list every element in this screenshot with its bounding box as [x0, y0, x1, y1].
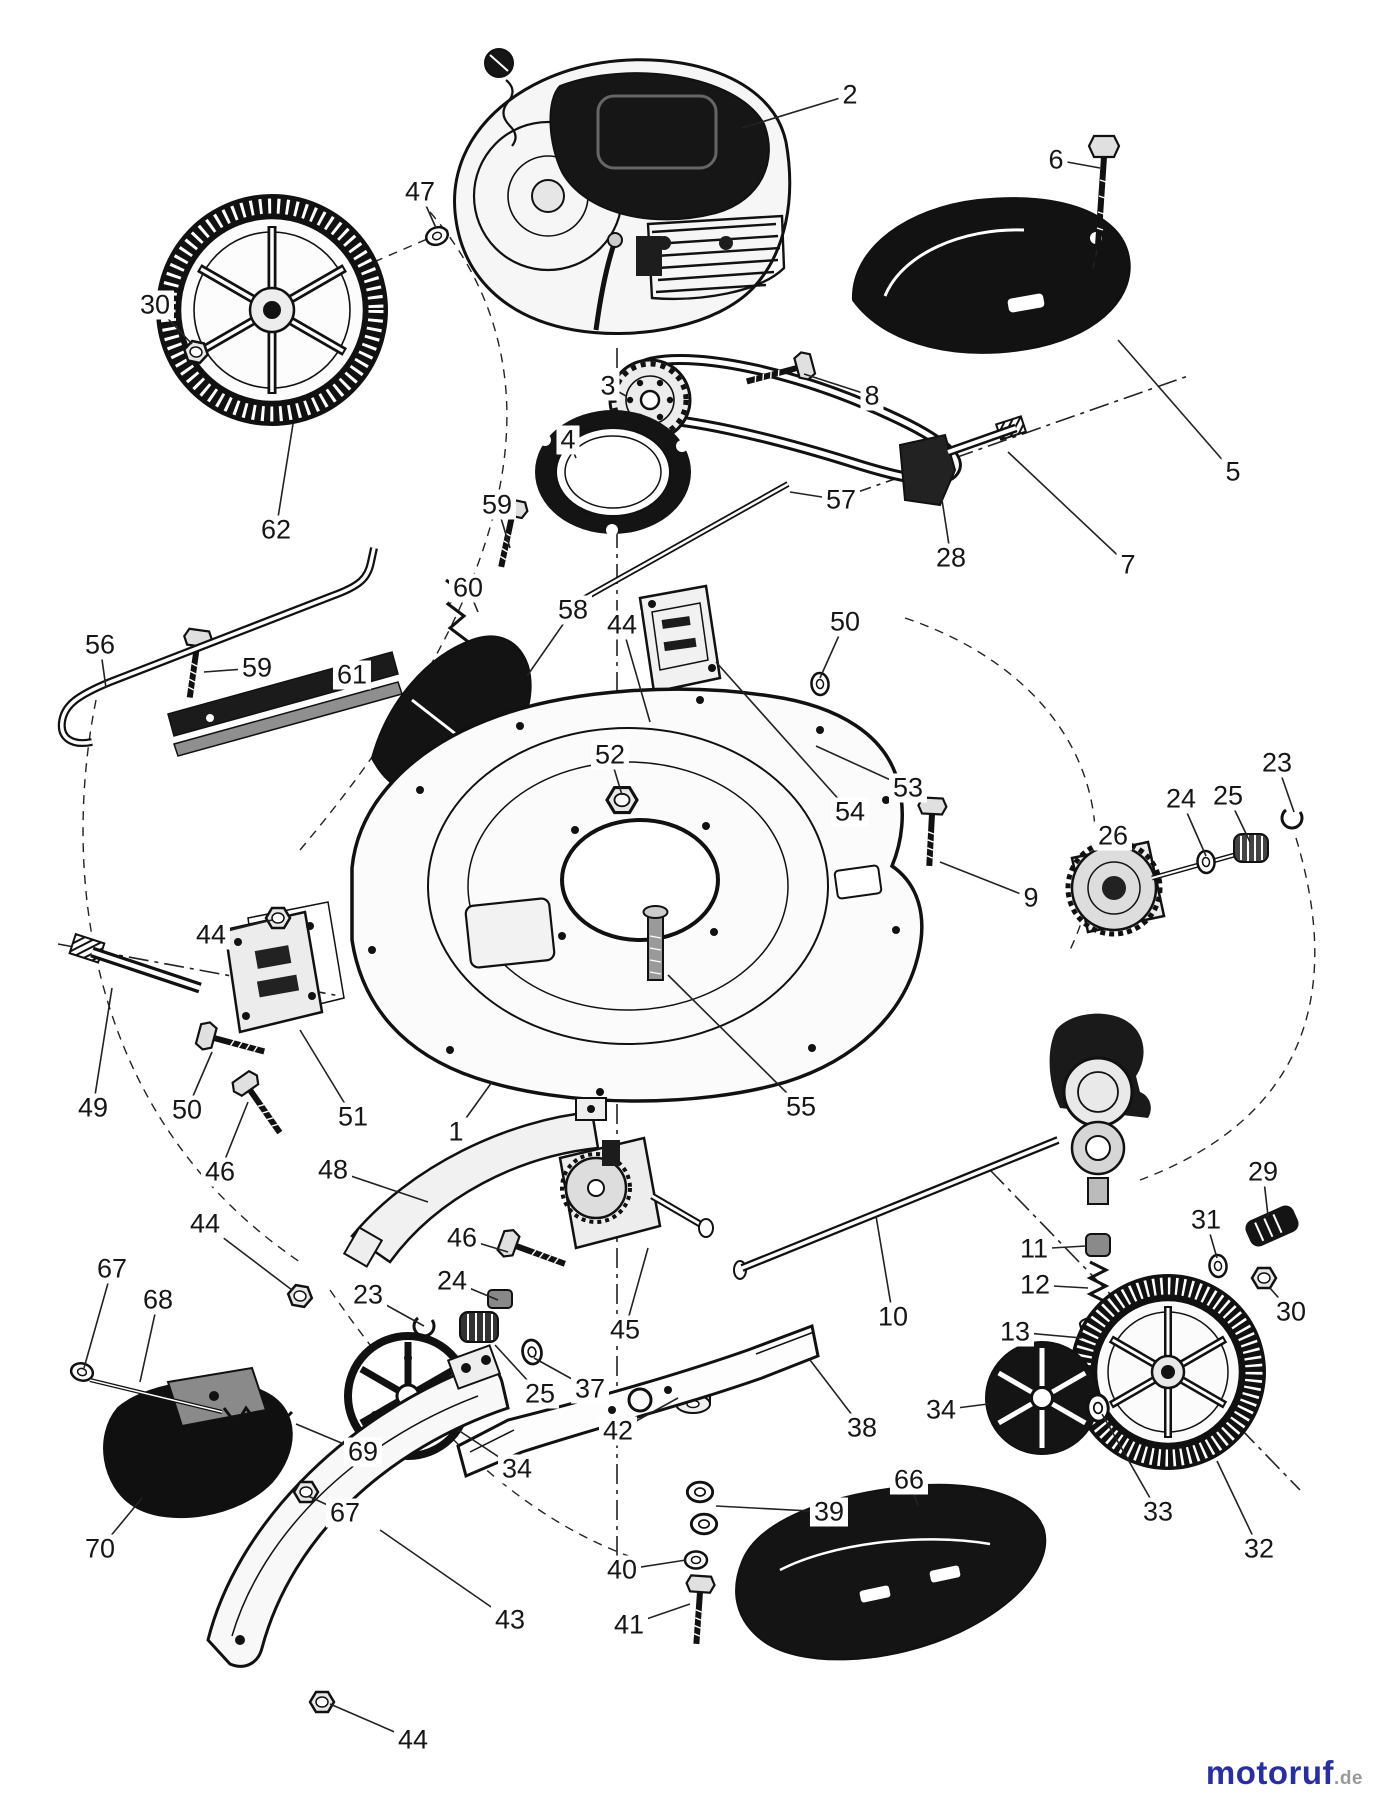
bolt-6 — [1087, 134, 1121, 273]
mower-deck — [350, 687, 924, 1103]
axle-shaft-7 — [898, 415, 1028, 507]
drive-gearbox — [1049, 1013, 1151, 1205]
bolt-59a — [487, 497, 529, 569]
belt-cover — [851, 197, 1131, 354]
washer-50a — [809, 671, 831, 697]
mulch-cover-70 — [103, 1366, 293, 1519]
wheel-cover-right — [985, 1341, 1099, 1455]
trail-shield-bar-61 — [167, 651, 403, 757]
blade — [456, 1323, 820, 1479]
bushing-11 — [1085, 1233, 1111, 1257]
pinion-25a — [1233, 833, 1269, 863]
washer-31 — [1207, 1253, 1229, 1279]
construction-lines — [82, 211, 1316, 1561]
wheel-adjuster-45 — [558, 1136, 714, 1250]
engine — [453, 48, 792, 335]
rod-68 — [89, 1378, 223, 1414]
washer-39b — [689, 1512, 719, 1536]
rear-axle-rod-10 — [733, 1136, 1060, 1280]
nut-44d — [308, 1690, 336, 1714]
watermark-tld[interactable]: .de — [1334, 1768, 1363, 1789]
bolt-59b — [176, 628, 213, 699]
pinion-25b — [459, 1311, 499, 1343]
grip-plug-29 — [1245, 1205, 1299, 1247]
blade-bolt-41 — [682, 1575, 715, 1645]
rear-wheel — [1070, 1274, 1266, 1470]
handle-bracket-right — [638, 584, 722, 694]
spring-69 — [222, 1405, 294, 1427]
front-wheel — [156, 194, 388, 426]
nut-44c — [285, 1282, 315, 1310]
washer-33 — [1085, 1392, 1111, 1424]
washer-40 — [683, 1550, 709, 1570]
watermark[interactable]: motoruf.de — [1206, 1754, 1363, 1792]
nut-30b — [1250, 1266, 1278, 1290]
bolt-9 — [915, 797, 947, 866]
left-axle-bracket — [68, 901, 345, 1034]
washer-24a — [1195, 849, 1217, 875]
bumper-43 — [206, 1344, 510, 1668]
nut-52 — [605, 785, 639, 815]
washer-47 — [422, 223, 452, 249]
nut-44b — [264, 906, 292, 930]
handle-rod-56 — [57, 547, 378, 747]
trail-shield-48 — [342, 1097, 607, 1268]
mounting-ring — [535, 410, 691, 536]
control-rod-57 — [558, 481, 790, 615]
spacer-24b — [487, 1289, 513, 1309]
watermark-brand[interactable]: motoruf — [1205, 1754, 1335, 1791]
spindle-bolt-55 — [642, 905, 669, 981]
rear-deflector-66 — [735, 1483, 1047, 1661]
clip-23a — [1280, 808, 1304, 830]
bolt-46a — [229, 1069, 291, 1141]
washer-39a — [685, 1480, 715, 1504]
